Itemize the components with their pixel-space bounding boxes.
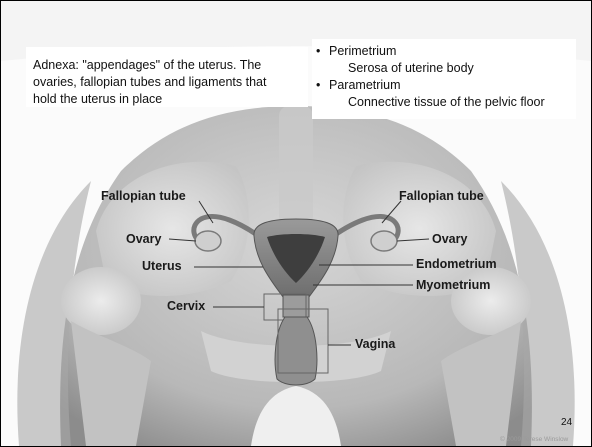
adnexa-line-2: ovaries, fallopian tubes and ligaments t… xyxy=(33,74,302,91)
left-ovary xyxy=(195,231,221,251)
term-parametrium: Parametrium xyxy=(329,77,401,94)
slide-number: 24 xyxy=(561,417,572,428)
adnexa-line-1: Adnexa: "appendages" of the uterus. The xyxy=(33,57,302,74)
term-perimetrium: Perimetrium xyxy=(329,43,396,60)
adnexa-line-3: hold the uterus in place xyxy=(33,91,302,108)
label-fallopian-tube-right: Fallopian tube xyxy=(399,189,484,203)
cervix-shape xyxy=(283,295,309,317)
vagina-shape xyxy=(275,317,317,385)
definition-parametrium: Connective tissue of the pelvic floor xyxy=(316,94,570,111)
bullet-dot: • xyxy=(316,77,329,94)
bullet-dot: • xyxy=(316,43,329,60)
label-myometrium: Myometrium xyxy=(416,278,490,292)
copyright-notice: © 2009 Terese Winslow xyxy=(500,436,568,443)
label-ovary-right: Ovary xyxy=(432,232,467,246)
right-ovary xyxy=(371,231,397,251)
bullet-item-parametrium: • Parametrium xyxy=(316,77,570,94)
label-vagina: Vagina xyxy=(355,337,395,351)
definition-perimetrium: Serosa of uterine body xyxy=(316,60,570,77)
label-cervix: Cervix xyxy=(167,299,205,313)
label-ovary-left: Ovary xyxy=(126,232,161,246)
label-fallopian-tube-left: Fallopian tube xyxy=(101,189,186,203)
label-endometrium: Endometrium xyxy=(416,257,497,271)
adnexa-definition-box: Adnexa: "appendages" of the uterus. The … xyxy=(26,47,308,107)
layers-definition-box: • Perimetrium Serosa of uterine body • P… xyxy=(312,39,576,119)
spine xyxy=(279,106,313,226)
label-uterus: Uterus xyxy=(142,259,182,273)
bullet-item-perimetrium: • Perimetrium xyxy=(316,43,570,60)
